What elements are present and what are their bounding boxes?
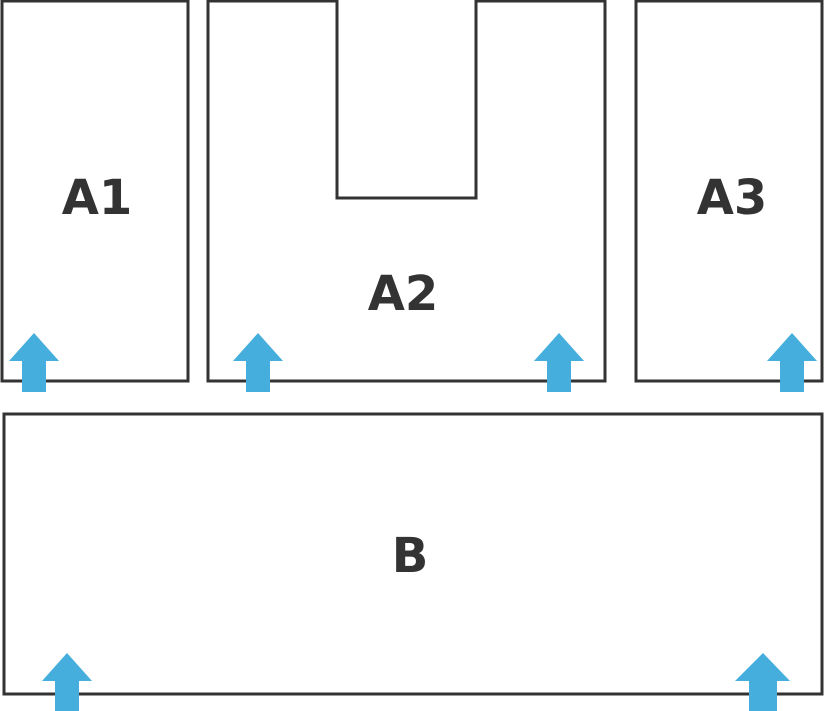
area-a3-label: A3 [697,170,768,226]
area-a2-outline [206,0,607,383]
area-a2-label: A2 [368,266,439,322]
up-arrow-icon [735,653,790,711]
area-b-label: B [392,528,429,584]
up-arrow-icon [534,333,584,392]
area-b: B [2,412,824,696]
arrows [9,333,817,711]
area-a3: A3 [634,0,824,383]
area-a3-outline [634,0,824,383]
up-arrow-icon [767,333,817,392]
area-a1-label: A1 [62,170,133,226]
up-arrow-icon [9,333,59,392]
up-arrow-icon [233,333,283,392]
area-a1-outline [0,0,190,383]
area-b-outline [2,412,824,696]
up-arrow-icon [42,653,92,711]
area-a2: A2 [206,0,607,383]
area-a1: A1 [0,0,190,383]
